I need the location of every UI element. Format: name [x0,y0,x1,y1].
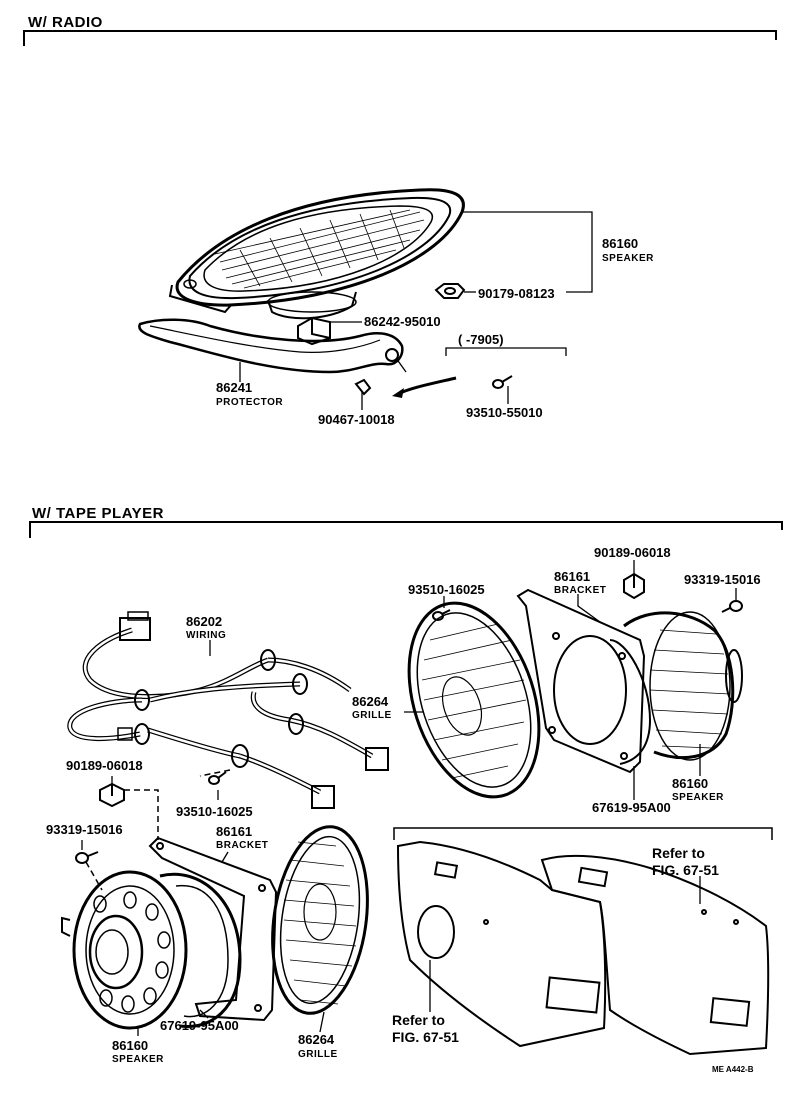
radio-protector-pn: 86241 [216,380,252,395]
tape-spacer-pn-right: 67619-95A00 [592,800,671,815]
clip-drawing [354,378,372,396]
tape-screw-pn-left: 93510-16025 [176,804,253,819]
grille-drawing-left [271,825,369,1015]
bracket-drawing-left [148,836,278,1022]
tape-bracket-name-left: BRACKET [216,840,268,851]
protector-drawing [138,318,404,374]
radio-date-range: ( -7905) [458,332,504,347]
tape-bolt-pn-left: 93319-15016 [46,822,123,837]
diagram-code: ME A442-B [712,1065,754,1074]
leader-lines-tape-right [404,560,737,800]
section-bracket-tape [29,521,783,538]
tape-speaker-pn-left: 86160 [112,1038,148,1053]
tape-grille-name-right: GRILLE [352,710,392,721]
tape-speaker-pn-right: 86160 [672,776,708,791]
radio-cushion-pn: 86242-95010 [364,314,441,329]
screw-drawing-radio [492,375,513,389]
bolt-drawing-left [75,851,99,864]
grille-drawing-right [407,601,541,799]
section-title-tape: W/ TAPE PLAYER [32,505,164,522]
nut-drawing-radio [434,283,466,299]
tape-nut-pn-left: 90189-06018 [66,758,143,773]
radio-speaker-pn: 86160 [602,236,638,251]
nut-drawing-right [623,572,645,600]
tape-bracket-pn-left: 86161 [216,824,252,839]
cushion-drawing [297,316,331,346]
refer-top-fig: FIG. 67-51 [652,862,719,878]
oval-speaker-drawing [168,188,465,320]
speaker-drawing-left [61,870,242,1030]
door-panel-rear-drawing [540,854,770,1056]
leader-lines-radio [239,211,593,410]
tape-bracket-name-right: BRACKET [554,585,606,596]
dashed-guides-left [85,769,231,891]
speaker-drawing-right [609,611,743,765]
tape-wiring-name: WIRING [186,630,226,641]
tape-speaker-name-left: SPEAKER [112,1054,164,1065]
tape-bolt-pn-right: 93319-15016 [684,572,761,587]
bracket-drawing-right [516,588,646,774]
door-panel-front-drawing [396,840,607,1048]
tape-wiring-pn: 86202 [186,614,222,629]
section-title-radio: W/ RADIO [28,14,103,31]
radio-screw-pn: 93510-55010 [466,405,543,420]
radio-speaker-name: SPEAKER [602,253,654,264]
section-bracket-radio [23,30,777,46]
tape-screw-pn-right: 93510-16025 [408,582,485,597]
refer-bottom-fig: FIG. 67-51 [392,1029,459,1045]
tape-nut-pn-right: 90189-06018 [594,545,671,560]
radio-clip-pn: 90467-10018 [318,412,395,427]
radio-protector-name: PROTECTOR [216,397,283,408]
tape-grille-pn-right: 86264 [352,694,389,709]
leader-lines-refer [429,876,701,1012]
refer-top-text: Refer to [652,845,705,861]
leader-lines-tape-left [81,640,325,1036]
wiring-drawing [67,611,389,809]
refer-bracket [393,827,773,840]
arrow-head [392,388,404,398]
tape-speaker-name-right: SPEAKER [672,792,724,803]
screw-drawing-right [432,609,451,621]
nut-drawing-left [99,782,125,808]
arrow-drawing [397,376,457,396]
tape-spacer-pn-left: 67619-95A00 [160,1018,239,1033]
bolt-drawing-right [721,600,743,613]
radio-nut-pn: 90179-08123 [478,286,555,301]
tape-bracket-pn-right: 86161 [554,569,590,584]
screw-drawing-left [208,771,227,785]
refer-bottom-text: Refer to [392,1012,445,1028]
tape-grille-name-left: GRILLE [298,1049,338,1060]
tape-grille-pn-left: 86264 [298,1032,335,1047]
